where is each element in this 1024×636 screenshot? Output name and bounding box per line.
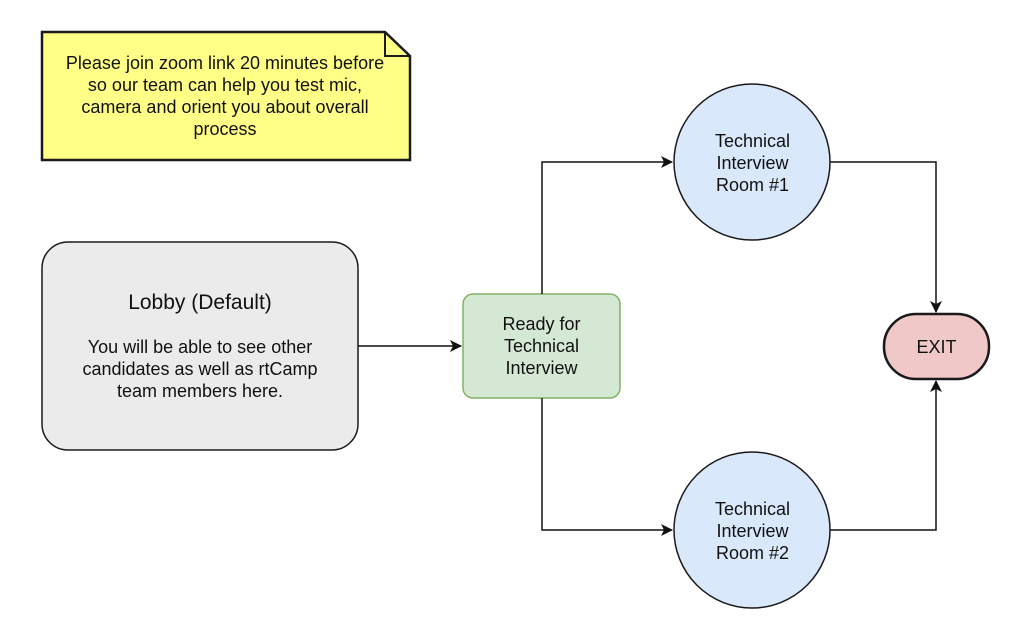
- room2-line: Interview: [716, 520, 789, 541]
- note-text: Please join zoom link 20 minutes before …: [42, 32, 408, 160]
- ready-to-room2-arrow: [541, 398, 673, 536]
- room1-line: Technical: [714, 130, 791, 151]
- lobby-desc-line: You will be able to see other: [87, 337, 313, 357]
- exit-shape: [882, 312, 991, 381]
- note-shape: [40, 30, 412, 162]
- exit-label: EXIT: [916, 336, 957, 357]
- note-line: process: [193, 119, 257, 139]
- ready-node: Ready for Technical Interview: [463, 294, 620, 398]
- room1-to-exit-arrow: [830, 161, 942, 313]
- room1-line: Room #1: [715, 174, 790, 195]
- room1-node: Technical Interview Room #1: [674, 84, 831, 241]
- exit-node: EXIT: [884, 314, 989, 379]
- room1-line: Interview: [716, 152, 789, 173]
- lobby-desc-line: candidates as well as rtCamp: [82, 359, 318, 379]
- room2-to-exit-arrow: [830, 380, 942, 531]
- ready-line: Technical: [503, 336, 580, 356]
- note-line: Please join zoom link 20 minutes before: [65, 53, 385, 73]
- note-line: camera and orient you about overall: [81, 97, 369, 117]
- lobby-description: You will be able to see other candidates…: [82, 336, 317, 402]
- room2-line: Room #2: [715, 542, 790, 563]
- ready-to-room1-arrow: [541, 156, 673, 294]
- room2-line: Technical: [714, 498, 791, 519]
- lobby-title: Lobby (Default): [128, 291, 272, 314]
- room2-node: Technical Interview Room #2: [674, 452, 831, 609]
- lobby-node: Lobby (Default) You will be able to see …: [42, 242, 358, 450]
- note-fold: [384, 32, 410, 57]
- lobby-desc-line: team members here.: [116, 381, 284, 401]
- note-line: so our team can help you test mic,: [87, 75, 363, 95]
- ready-line: Interview: [505, 358, 578, 378]
- ready-line: Ready for: [502, 314, 581, 334]
